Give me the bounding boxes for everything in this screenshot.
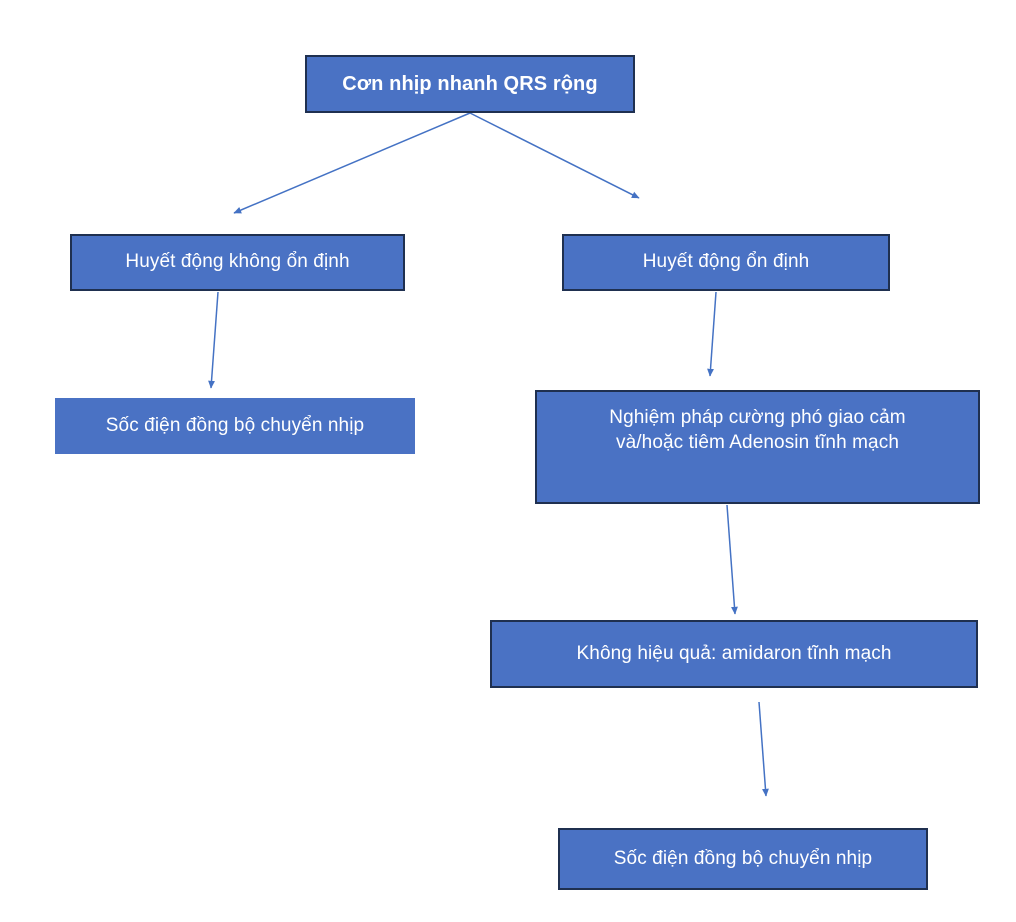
node-hemodynamically-unstable[interactable]: Huyết động không ổn định — [70, 234, 405, 291]
edge-root-to-stable — [469, 112, 640, 199]
node-ineffective-iv-amiodarone[interactable]: Không hiệu quả: amidaron tĩnh mạch — [490, 620, 978, 688]
node-vagal-maneuver-adenosine[interactable]: Nghiệm pháp cường phó giao cảm và/hoặc t… — [535, 390, 980, 504]
edge-stable-to-vagal — [707, 291, 717, 377]
edge-amiodaron-to-shock2 — [758, 701, 769, 797]
edge-root-to-unstable — [233, 112, 471, 214]
node-synchronized-cardioversion-unstable[interactable]: Sốc điện đồng bộ chuyển nhịp — [55, 398, 415, 454]
node-hemodynamically-stable[interactable]: Huyết động ổn định — [562, 234, 890, 291]
node-synchronized-cardioversion-final[interactable]: Sốc điện đồng bộ chuyển nhịp — [558, 828, 928, 890]
edge-unstable-to-shock1 — [208, 291, 219, 389]
node-root-wide-qrs-tachycardia[interactable]: Cơn nhịp nhanh QRS rộng — [305, 55, 635, 113]
edge-vagal-to-amiodaron — [726, 504, 738, 615]
